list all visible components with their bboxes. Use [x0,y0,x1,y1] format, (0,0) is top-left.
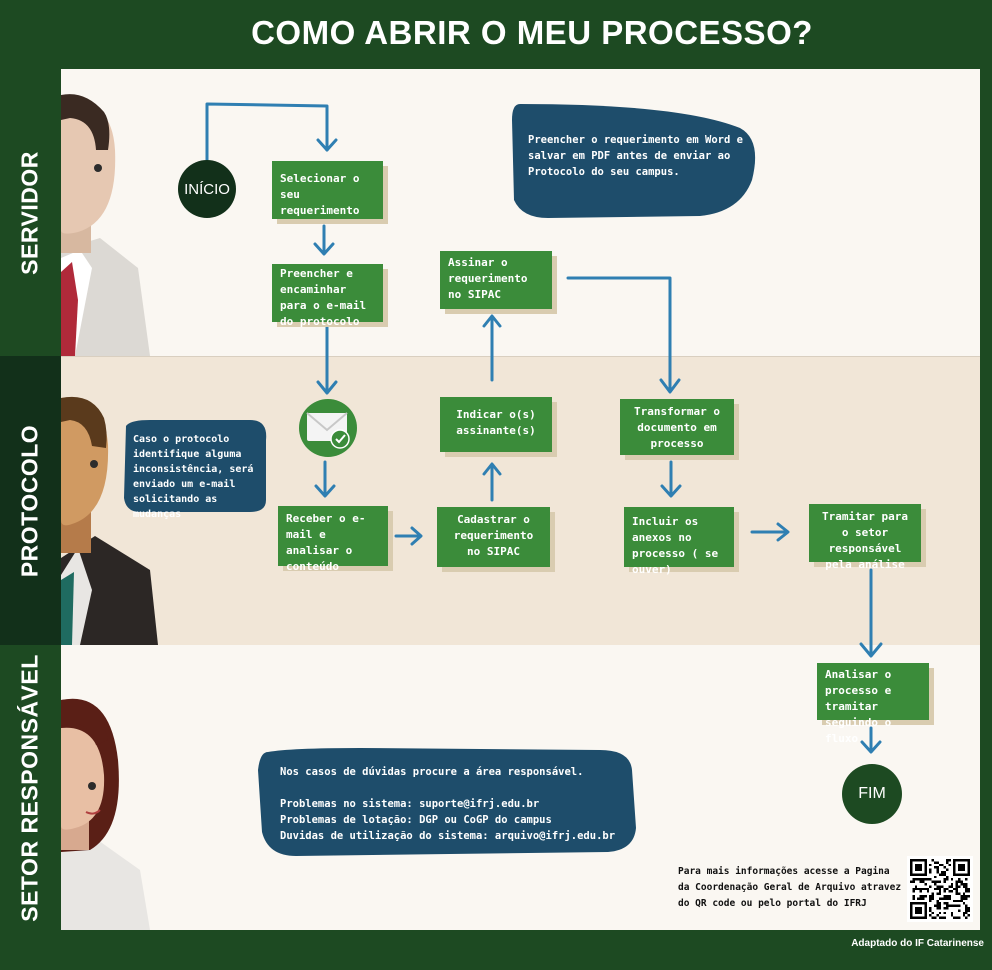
step-analyze-process: Analisar o processo e tramitar seguindo … [817,663,929,745]
note-doubts: Nos casos de dúvidas procure a área resp… [280,764,630,844]
note-doubts-line-1: Problemas no sistema: suporte@ifrj.edu.b… [280,798,540,810]
note-word-pdf: Preencher o requerimento em Word e salva… [528,134,743,178]
lane-label-bar-setor: SETOR RESPONSÁVEL [0,645,61,930]
step-include-attachments: Incluir os anexos no processo ( se ouver… [624,507,734,576]
note-inconsistency: Caso o protocolo identifique alguma inco… [133,434,254,520]
lane-label-bar-protocolo: PROTOCOLO [0,356,61,645]
more-info-text: Para mais informações acesse a Pagina da… [678,866,902,909]
step-indicate-signers: Indicar o(s) assinante(s) [440,397,552,452]
start-node: INÍCIO [178,160,236,218]
step-forward-sector: Tramitar para o setor responsável pela a… [809,504,921,571]
step-transform-process: Transformar o documento em processo [620,399,734,455]
protocolo-person-icon [61,396,158,645]
end-node: FIM [842,764,902,824]
page-title: COMO ABRIR O MEU PROCESSO? [251,14,813,51]
step-register-sipac: Cadastrar o requerimento no SIPAC [437,507,550,567]
servidor-person-icon [61,94,150,356]
qr-code-pattern [910,859,970,919]
qr-code-icon[interactable] [907,856,973,922]
note-doubts-line-3: Duvidas de utilização do sistema: arquiv… [280,830,616,842]
step-sign-sipac: Assinar o requerimento no SIPAC [440,251,552,309]
credit-text: Adaptado do IF Catarinense [851,938,984,949]
setor-person-icon [61,698,150,930]
note-doubts-title: Nos casos de dúvidas procure a área resp… [280,766,584,778]
lane-label-bar-servidor: SERVIDOR [0,69,61,356]
step-fill-and-send: Preencher e encaminhar para o e-mail do … [272,264,383,328]
note-doubts-line-2: Problemas de lotação: DGP ou CoGP do cam… [280,814,552,826]
step-receive-email: Receber o e-mail e analisar o conteúdo [278,506,388,573]
step-select-requirement: Selecionar o seu requerimento [272,161,383,219]
